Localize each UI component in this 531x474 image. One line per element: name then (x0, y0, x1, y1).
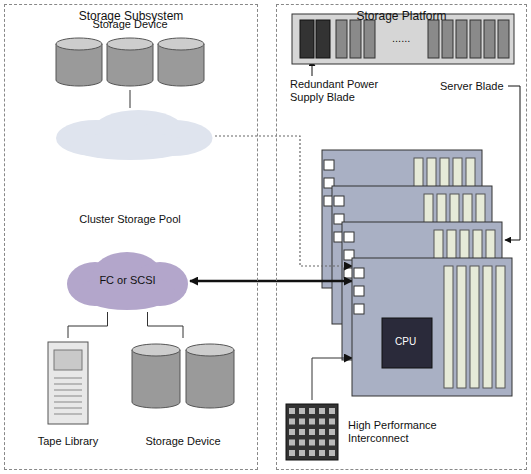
interconnect-cell (329, 429, 335, 435)
disk-top (132, 344, 180, 356)
interconnect-cell (329, 450, 335, 456)
storage-pool-cloud-shape (45, 108, 215, 226)
server-slot (470, 20, 481, 58)
interconnect-cell (299, 450, 305, 456)
disk-top (186, 344, 234, 356)
disk-top (107, 38, 153, 50)
node-label: High Performance Interconnect (348, 419, 458, 445)
chassis-frame (292, 14, 514, 64)
interconnect-cell (299, 429, 305, 435)
storage-pool-cloud: Cluster Storage Pool (45, 108, 215, 226)
server-slot (350, 20, 361, 58)
panel: Storage Platform...... CPU High Performanc… (276, 4, 527, 470)
tape-window (54, 350, 82, 370)
tape-slot (54, 378, 82, 379)
connector (130, 90, 131, 108)
tape-slot (54, 402, 82, 403)
disk-body (132, 350, 180, 408)
storage-device: Storage Device (40, 18, 220, 90)
storage-device-shape (118, 338, 248, 448)
interconnect-cell (309, 408, 315, 414)
connector (148, 312, 184, 338)
node-label: Storage Device (145, 435, 220, 448)
front-board (352, 258, 512, 396)
callout-label: Redundant Power Supply Blade (290, 78, 390, 104)
connector (190, 280, 352, 283)
interconnect-frame (286, 404, 338, 460)
server-slot (498, 20, 509, 58)
interconnect-cell (319, 429, 325, 435)
tape-slot (54, 414, 82, 415)
tape-cabinet (48, 342, 88, 424)
callout: Redundant Power Supply Blade (290, 78, 390, 104)
node-label: FC or SCSI (99, 274, 155, 287)
callout: Server Blade (440, 80, 506, 93)
disk-body (186, 350, 234, 408)
interconnect-cell (329, 440, 335, 446)
interconnect: High Performance Interconnect (286, 400, 522, 464)
node-label: ...... (392, 32, 410, 45)
power-blade (300, 20, 314, 58)
interconnect-cell (289, 408, 295, 414)
interconnect-cell (319, 419, 325, 425)
server-blade-shape (352, 258, 512, 396)
node-label: Storage Device (92, 18, 167, 31)
interconnect-cell (289, 450, 295, 456)
network-cloud: FC or SCSI (65, 250, 190, 312)
node-label: CPU (395, 336, 416, 348)
cloud-lobe (79, 274, 175, 310)
panel: Storage SubsystemStorage DeviceCluster S… (4, 4, 258, 470)
callout-label: Server Blade (440, 80, 506, 93)
tape-library: Tape Library (28, 338, 108, 448)
interconnect-cell (319, 408, 325, 414)
connector (215, 136, 352, 266)
interconnect-cell (329, 419, 335, 425)
tape-library-shape (28, 338, 108, 448)
server-slot (428, 20, 439, 58)
server-slot (456, 20, 467, 58)
tape-slot (54, 384, 82, 385)
server-blade: CPU (352, 258, 512, 396)
disk-top (158, 38, 204, 50)
tape-slot (54, 390, 82, 391)
node-label: Tape Library (38, 435, 99, 448)
interconnect-cell (309, 429, 315, 435)
interconnect-cell (319, 450, 325, 456)
server-slot (364, 20, 375, 58)
cloud-lobe (70, 132, 190, 160)
interconnect-cell (289, 440, 295, 446)
interconnect-cell (309, 419, 315, 425)
storage-device: Storage Device (118, 338, 248, 448)
interconnect-cell (329, 408, 335, 414)
tape-slot (54, 408, 82, 409)
interconnect-cell (289, 419, 295, 425)
interconnect-cell (309, 440, 315, 446)
node-label: Cluster Storage Pool (79, 213, 181, 226)
server-slot (442, 20, 453, 58)
disk-top (56, 38, 102, 50)
tape-slot (54, 396, 82, 397)
interconnect-cell (299, 440, 305, 446)
server-slot (336, 20, 347, 58)
connector (68, 312, 108, 338)
interconnect-cell (289, 429, 295, 435)
connector (312, 358, 352, 400)
leader-line (505, 86, 520, 240)
panel-title: Storage Platform (356, 9, 446, 23)
interconnect-cell (319, 440, 325, 446)
interconnect-cell (309, 450, 315, 456)
interconnect-cell (299, 419, 305, 425)
server-slot (484, 20, 495, 58)
power-blade (316, 20, 330, 58)
interconnect-cell (299, 408, 305, 414)
